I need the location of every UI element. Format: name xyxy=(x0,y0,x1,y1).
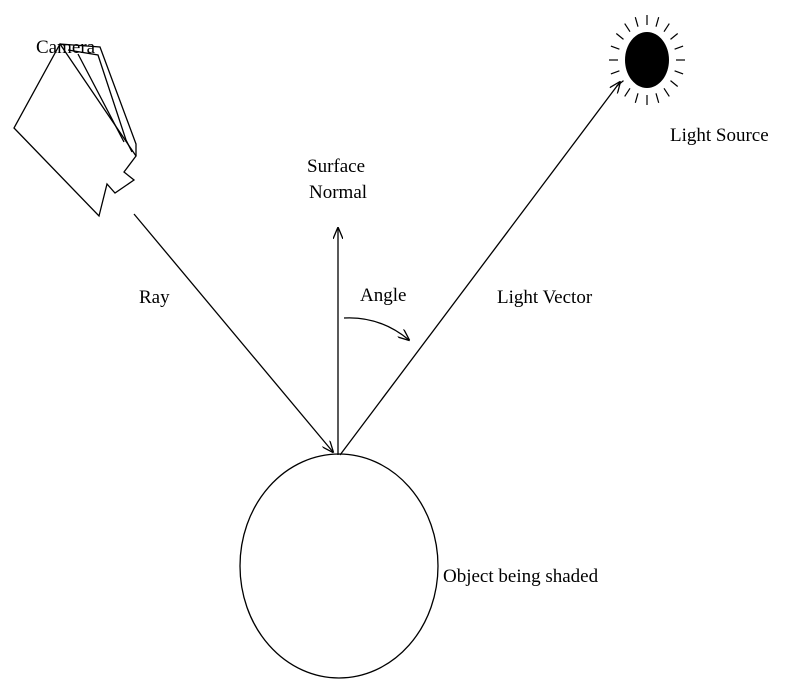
light-vector-arrow xyxy=(339,82,620,456)
sun-ray xyxy=(634,17,639,27)
sun-ray xyxy=(655,17,660,27)
sun-ray xyxy=(655,93,660,103)
light-source-label: Light Source xyxy=(670,125,769,146)
sun-ray xyxy=(634,93,639,103)
sun-ray xyxy=(670,80,679,87)
sun-ray xyxy=(624,87,631,97)
sun-ray xyxy=(624,23,631,33)
sun-ray xyxy=(674,70,684,75)
sun-icon xyxy=(609,15,685,105)
camera-label: Camera xyxy=(36,37,96,58)
sun-ray xyxy=(615,33,624,40)
sun-ray xyxy=(610,45,620,50)
sun-ray xyxy=(674,45,684,50)
sun-ray xyxy=(610,70,620,75)
angle-arc xyxy=(343,317,409,340)
ray-label: Ray xyxy=(139,287,170,308)
light-vector-label: Light Vector xyxy=(497,287,593,308)
surface-normal-label-line1: Surface xyxy=(307,156,365,177)
ray-arrow xyxy=(133,213,333,452)
sun-ray xyxy=(670,33,679,40)
angle-label: Angle xyxy=(360,285,406,306)
object-label: Object being shaded xyxy=(443,566,599,587)
camera-icon xyxy=(13,42,137,218)
surface-normal-label-line2: Normal xyxy=(309,182,367,203)
object-ellipse xyxy=(239,453,439,679)
sun-ray xyxy=(663,23,670,33)
sun-ray xyxy=(663,87,670,97)
